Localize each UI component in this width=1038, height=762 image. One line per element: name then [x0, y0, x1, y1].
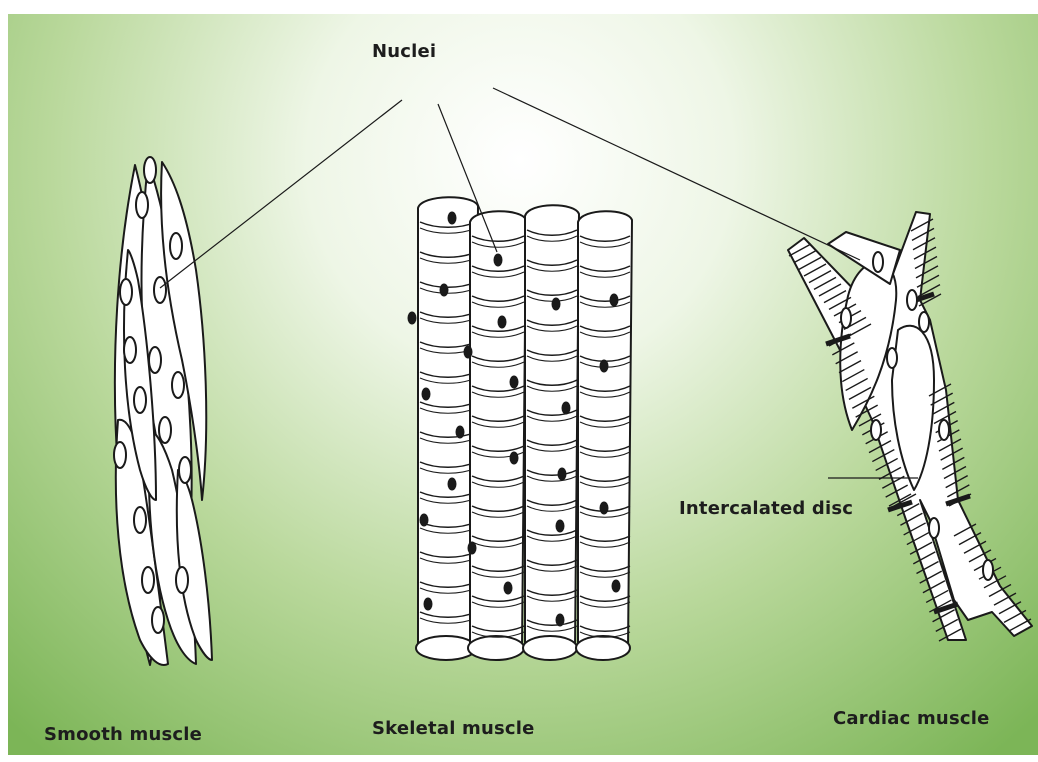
cardiac-nucleus	[929, 518, 939, 538]
skeletal-nucleus	[558, 468, 566, 480]
skeletal-nucleus	[552, 298, 560, 310]
smooth-muscle-nucleus	[154, 277, 166, 303]
smooth-muscle-nucleus	[179, 457, 191, 483]
smooth-muscle-nucleus	[136, 192, 148, 218]
skeletal-nucleus	[498, 316, 506, 328]
skeletal-nucleus	[510, 376, 518, 388]
smooth-muscle-nucleus	[134, 387, 146, 413]
skeletal-muscle-drawing	[408, 197, 632, 660]
skeletal-nucleus	[448, 478, 456, 490]
skeletal-nucleus	[408, 312, 416, 324]
cardiac-nucleus	[919, 312, 929, 332]
smooth-muscle-nucleus	[142, 567, 154, 593]
cardiac-nucleus	[841, 308, 851, 328]
skeletal-nucleus	[420, 514, 428, 526]
cardiac-nucleus	[873, 252, 883, 272]
cardiac-nucleus	[939, 420, 949, 440]
cardiac-muscle-label: Cardiac muscle	[833, 708, 990, 729]
skeletal-nucleus	[510, 452, 518, 464]
smooth-muscle-nucleus	[172, 372, 184, 398]
smooth-muscle-nucleus	[114, 442, 126, 468]
smooth-muscle-nucleus	[144, 157, 156, 183]
skeletal-nucleus	[448, 212, 456, 224]
skeletal-nucleus	[422, 388, 430, 400]
skeletal-nucleus	[494, 254, 502, 266]
skeletal-nucleus	[556, 614, 564, 626]
skeletal-nucleus	[440, 284, 448, 296]
skeletal-nucleus	[612, 580, 620, 592]
diagram-panel: Nuclei Intercalated disc Smooth muscle S…	[8, 14, 1038, 755]
intercalated-disc-label: Intercalated disc	[679, 498, 853, 519]
cardiac-nucleus	[907, 290, 917, 310]
skeletal-nucleus	[424, 598, 432, 610]
skeletal-nucleus	[468, 542, 476, 554]
smooth-muscle-label: Smooth muscle	[44, 724, 202, 745]
skeletal-fiber-end	[523, 636, 577, 660]
skeletal-nucleus	[556, 520, 564, 532]
skeletal-fiber-end	[576, 636, 630, 660]
smooth-muscle-nucleus	[134, 507, 146, 533]
diagram-canvas	[8, 14, 1038, 755]
smooth-muscle-nucleus	[152, 607, 164, 633]
skeletal-fiber-end	[468, 636, 524, 660]
skeletal-nucleus	[600, 502, 608, 514]
skeletal-nucleus	[456, 426, 464, 438]
skeletal-nucleus	[562, 402, 570, 414]
cardiac-nucleus	[983, 560, 993, 580]
smooth-muscle-nucleus	[159, 417, 171, 443]
skeletal-muscle-label: Skeletal muscle	[372, 718, 535, 739]
skeletal-nucleus	[600, 360, 608, 372]
skeletal-nucleus	[610, 294, 618, 306]
skeletal-nucleus	[464, 346, 472, 358]
smooth-muscle-nucleus	[176, 567, 188, 593]
smooth-muscle-nucleus	[124, 337, 136, 363]
smooth-muscle-nucleus	[170, 233, 182, 259]
cardiac-nucleus	[887, 348, 897, 368]
smooth-muscle-nucleus	[149, 347, 161, 373]
skeletal-nucleus	[504, 582, 512, 594]
cardiac-nucleus	[871, 420, 881, 440]
smooth-muscle-nucleus	[120, 279, 132, 305]
nuclei-label: Nuclei	[372, 41, 436, 62]
